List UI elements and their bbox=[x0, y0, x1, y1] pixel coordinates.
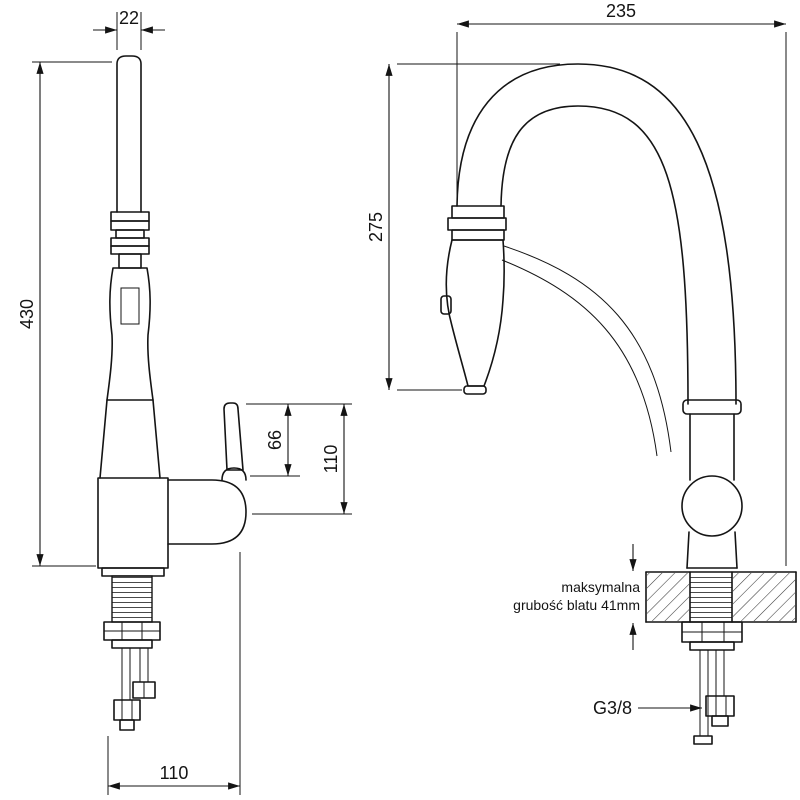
pull-down-spray-head bbox=[440, 205, 507, 395]
dimension-footprint: 110 bbox=[107, 552, 241, 795]
dimension-total-height: 430 bbox=[17, 61, 112, 567]
spray-hose bbox=[501, 245, 672, 457]
dim-label-275: 275 bbox=[366, 212, 386, 242]
dim-label-110-side: 110 bbox=[321, 445, 341, 474]
thread-callout: G3/8 bbox=[593, 698, 702, 718]
lever-handle bbox=[223, 402, 244, 471]
spray-head-docked bbox=[106, 211, 154, 401]
thread-label-g38: G3/8 bbox=[593, 698, 632, 718]
dimension-spout-diameter: 22 bbox=[93, 8, 165, 50]
dimension-reach: 235 bbox=[456, 1, 787, 566]
left-view: 22 430 66 110 110 bbox=[17, 8, 352, 795]
mounting-hardware-left bbox=[101, 567, 165, 731]
dim-label-110-bottom: 110 bbox=[160, 763, 189, 783]
dim-label-22: 22 bbox=[119, 8, 139, 28]
countertop-section bbox=[645, 571, 797, 623]
right-view: maksymalna grubość blatu 41mm G3/8 bbox=[366, 1, 797, 745]
ball-joint bbox=[681, 475, 743, 537]
counter-note-line1: maksymalna bbox=[561, 579, 640, 595]
spout-tube bbox=[116, 55, 142, 213]
dimension-clearance: 275 bbox=[366, 63, 560, 391]
dimension-lever-height: 66 bbox=[246, 403, 352, 477]
counter-note-line2: grubość blatu 41mm bbox=[513, 597, 640, 613]
mounting-hardware-right bbox=[681, 621, 743, 745]
dim-label-235: 235 bbox=[606, 1, 636, 21]
dim-label-66: 66 bbox=[265, 430, 285, 450]
counter-thickness-note: maksymalna grubość blatu 41mm bbox=[513, 544, 640, 650]
gooseneck-spout bbox=[456, 63, 737, 405]
faucet-body bbox=[97, 399, 247, 569]
dimension-outlet-height: 110 bbox=[252, 404, 352, 515]
dim-label-430: 430 bbox=[17, 299, 37, 329]
faucet-body-front bbox=[681, 399, 743, 569]
